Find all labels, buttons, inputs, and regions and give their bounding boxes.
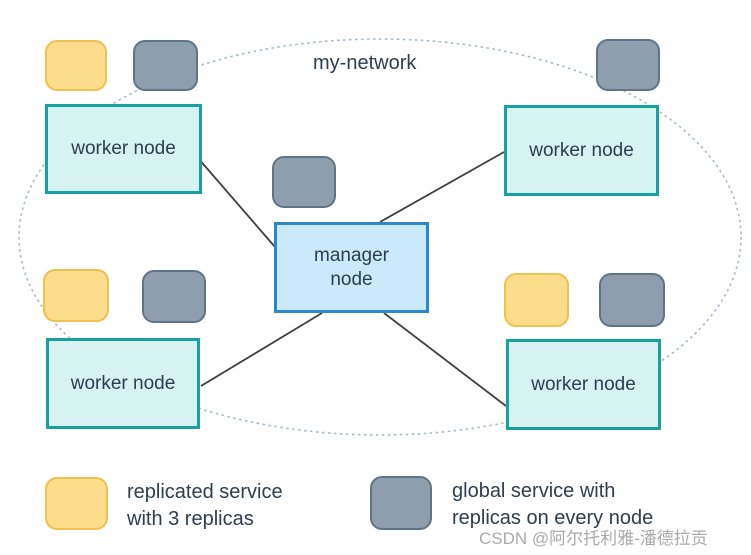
connection-line [200,312,323,387]
worker-node-label: worker node [70,372,176,394]
legend-replicated-service-icon [45,477,108,530]
global-service-icon [133,40,198,91]
manager-node: manager node [274,222,429,313]
legend-global-label-line1: global service with [452,480,616,502]
legend-replicated-label-line2: with 3 replicas [127,508,254,530]
worker-node-label: worker node [531,373,636,395]
manager-node-label-line1: manager [314,244,389,266]
connection-line [379,151,505,223]
legend-replicated-label-line1: replicated service [127,481,283,503]
legend-replicated-label: replicated service with 3 replicas [127,479,283,533]
worker-node-top-right: worker node [504,105,659,196]
legend-global-service-icon [370,476,432,530]
worker-node-label: worker node [71,138,176,159]
worker-node-bottom-left: worker node [46,338,200,429]
legend-global-label: global service with replicas on every no… [452,478,653,532]
global-service-icon [596,39,660,91]
worker-node-top-left: worker node [45,104,202,194]
worker-node-label: worker node [529,139,634,161]
replicated-service-icon [45,40,107,91]
worker-node-bottom-right: worker node [506,339,661,430]
connection-line [383,312,507,407]
connection-line [197,157,276,248]
replicated-service-icon [43,269,109,322]
global-service-icon [142,270,206,323]
global-service-icon [599,273,665,327]
watermark-text: CSDN @阿尔托利雅-潘德拉贡 [479,529,708,548]
manager-node-label-line2: node [330,268,373,290]
network-title: my-network [313,52,417,74]
network-boundary-ellipse [18,38,742,436]
global-service-icon [272,156,336,208]
replicated-service-icon [504,273,569,327]
legend-global-label-line2: replicas on every node [452,507,654,529]
